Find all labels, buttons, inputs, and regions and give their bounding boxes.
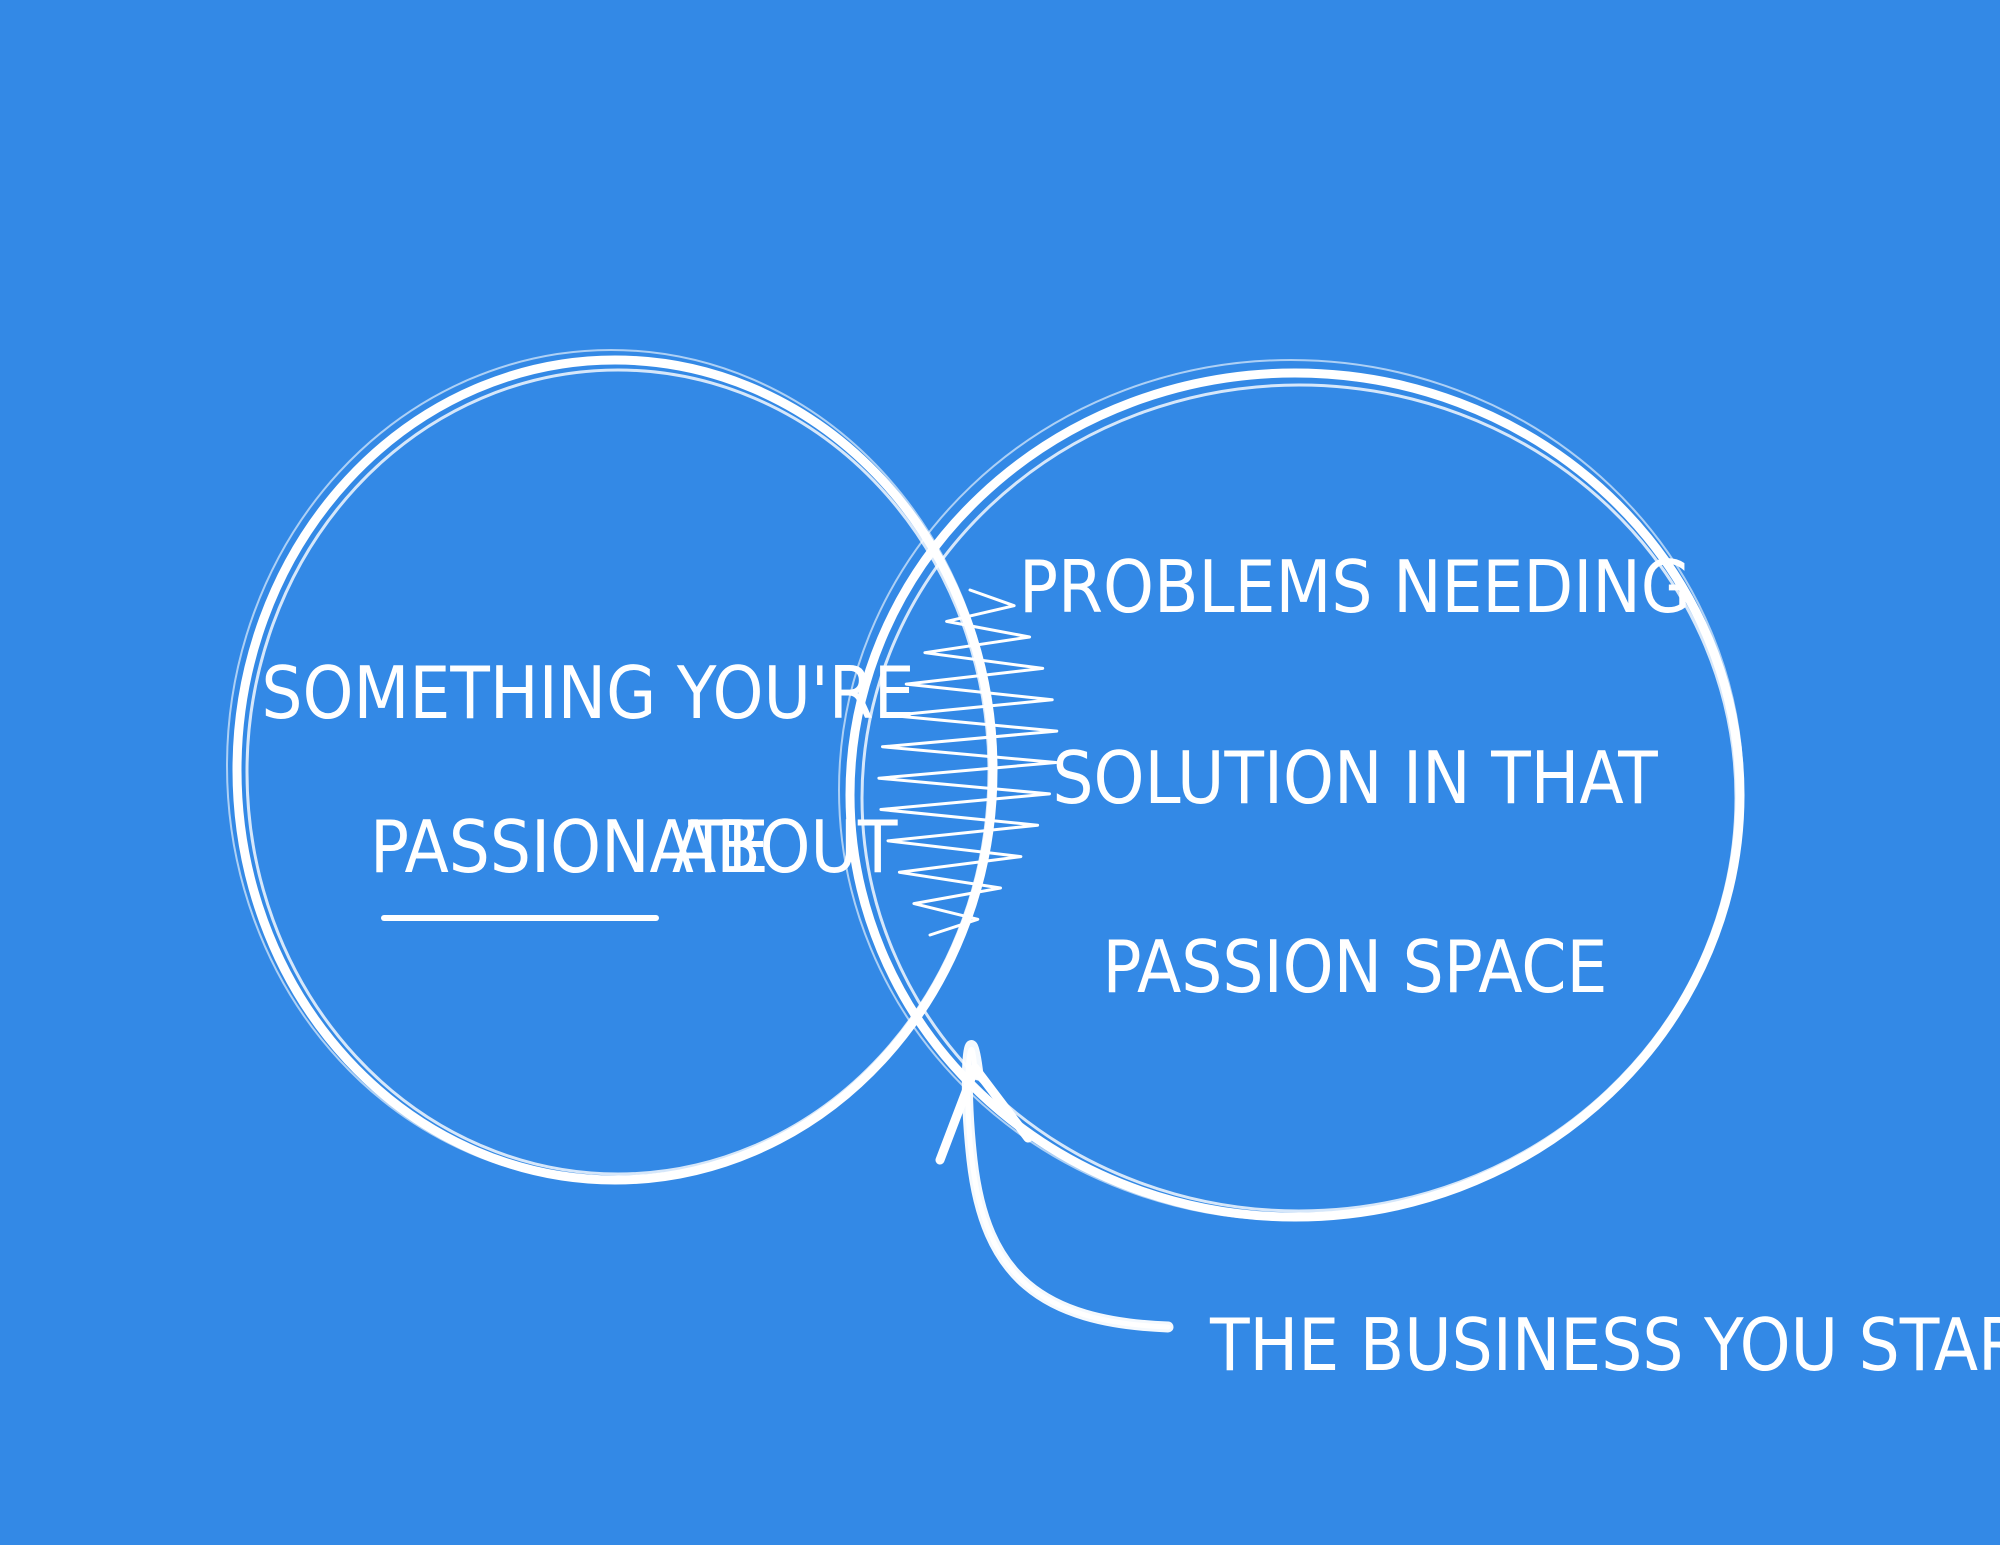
right-circle-sketch-stroke-outer [838, 359, 1744, 1221]
left-circle [232, 355, 998, 1185]
left-circle-line-2-rest: about [672, 805, 898, 889]
right-circle-line-3: passion space [1103, 925, 1608, 1009]
right-circle-line-2: solution in that [1052, 736, 1658, 820]
right-circle-line-1: Problems needing [1019, 545, 1691, 629]
left-circle-sketch-stroke [245, 368, 991, 1176]
overlap-scribble-hatching [877, 588, 1059, 937]
right-circle [845, 368, 1745, 1222]
left-circle-line-2-underlined: passionate [370, 805, 769, 889]
overlap-label: The business you start! [1209, 1303, 2000, 1387]
left-circle-sketch-stroke-outer [226, 349, 996, 1183]
right-circle-sketch-stroke [860, 383, 1738, 1213]
left-circle-line-1: Something you're [261, 651, 914, 735]
arrow-shaft-brush [961, 1040, 1174, 1333]
arrow-head [935, 1063, 1033, 1165]
